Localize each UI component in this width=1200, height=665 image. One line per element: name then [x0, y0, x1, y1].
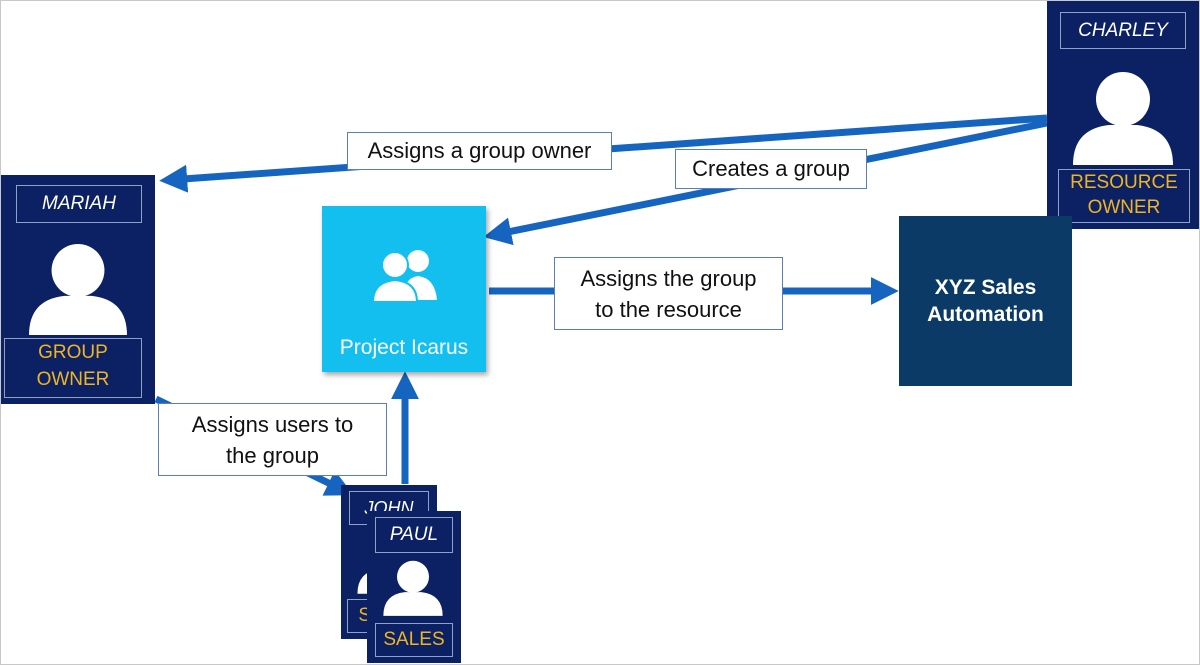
person-role-paul: SALES: [375, 623, 453, 657]
resource-tile-xyz: XYZ Sales Automation: [899, 216, 1072, 386]
person-card-mariah: MARIAH GROUP OWNER: [1, 175, 155, 404]
person-name-paul: PAUL: [375, 517, 453, 553]
person-role-mariah: GROUP OWNER: [4, 338, 142, 398]
person-role-charley: RESOURCE OWNER: [1058, 169, 1190, 223]
person-name-charley: CHARLEY: [1060, 12, 1186, 49]
label-creates-group: Creates a group: [675, 149, 867, 189]
group-tile-project-icarus: Project Icarus: [322, 206, 486, 372]
user-avatar-icon: [1073, 72, 1173, 165]
person-name-mariah: MARIAH: [16, 185, 142, 223]
group-name: Project Icarus: [339, 336, 469, 359]
label-assigns-group-owner: Assigns a group owner: [347, 132, 612, 170]
person-card-charley: CHARLEY RESOURCE OWNER: [1047, 1, 1199, 229]
label-assigns-group-to-resource: Assigns the group to the resource: [554, 257, 783, 330]
person-card-paul: PAUL SALES: [367, 511, 461, 663]
user-avatar-icon: [29, 243, 127, 336]
people-group-icon: [371, 250, 437, 302]
label-assigns-users-to-group: Assigns users to the group: [158, 403, 387, 476]
resource-name: XYZ Sales Automation: [927, 276, 1044, 326]
user-avatar-icon: [383, 560, 443, 616]
